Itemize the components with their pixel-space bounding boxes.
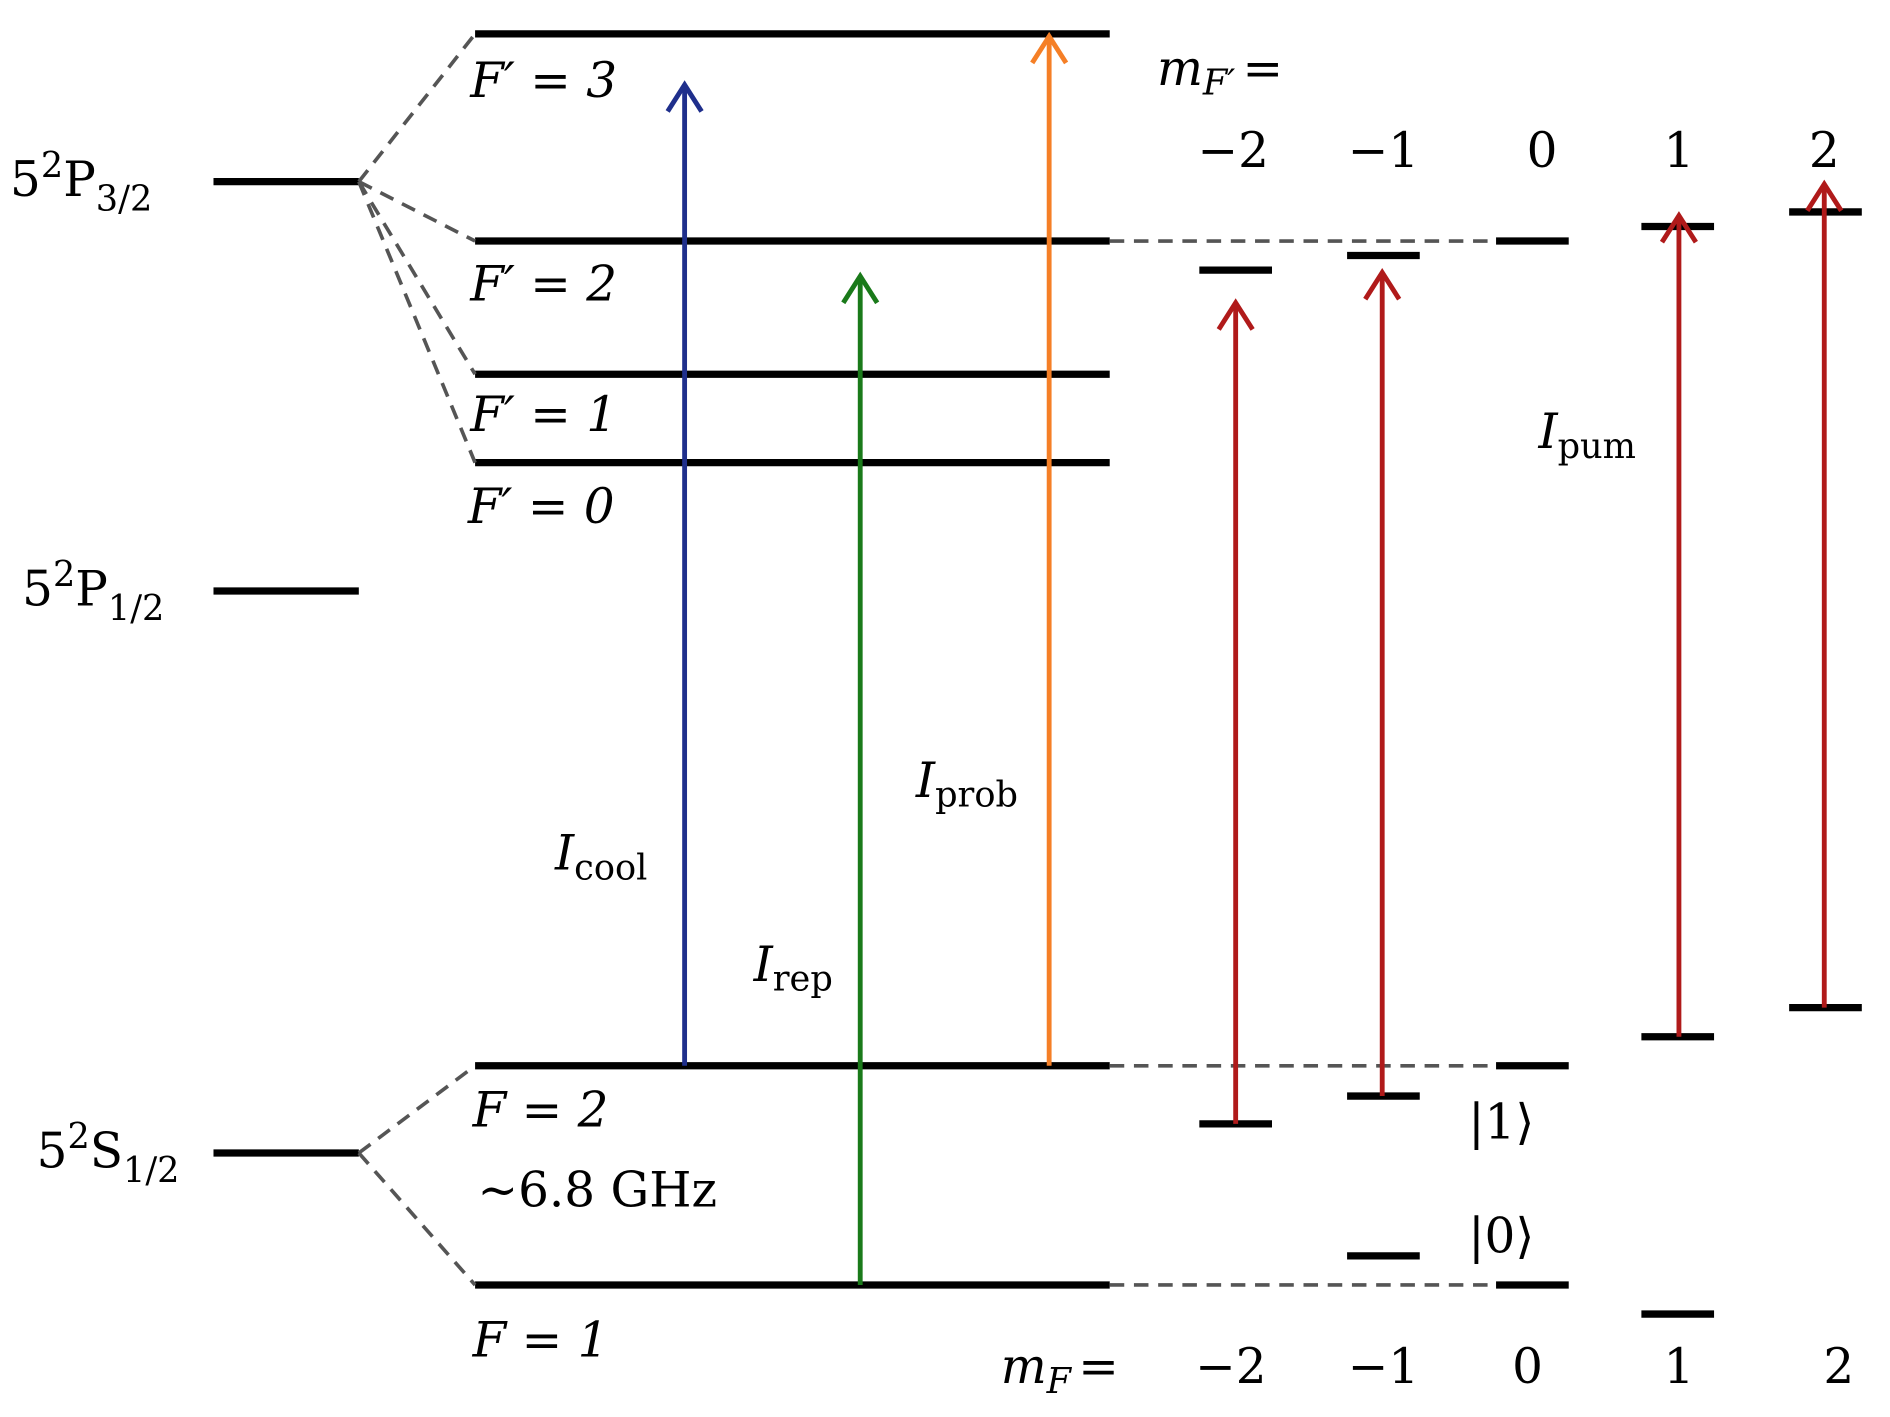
label-mf-header: mF= xyxy=(1001,1339,1119,1402)
label-state-0: |0⟩ xyxy=(1468,1208,1534,1264)
svg-text:0: 0 xyxy=(1527,123,1558,179)
label-i-cool: Icool xyxy=(554,826,647,889)
svg-text:2: 2 xyxy=(1809,123,1840,179)
svg-text:2: 2 xyxy=(1823,1339,1854,1395)
mfp-values: −2 −1 0 1 2 xyxy=(1198,123,1840,179)
label-fp3: F′ = 3 xyxy=(469,53,617,109)
svg-text:−2: −2 xyxy=(1195,1339,1266,1395)
label-i-prob: Iprob xyxy=(915,753,1018,816)
label-i-pum: Ipum xyxy=(1537,404,1636,467)
label-fp0: F′ = 0 xyxy=(467,479,615,535)
repump-arrow xyxy=(841,271,880,1285)
label-5s12: 52S1/2 xyxy=(37,1116,180,1191)
label-splitting: ~6.8 GHz xyxy=(478,1162,717,1218)
svg-text:1: 1 xyxy=(1664,123,1695,179)
svg-text:−2: −2 xyxy=(1198,123,1269,179)
label-f1: F = 1 xyxy=(472,1312,609,1368)
probe-arrow xyxy=(1030,31,1069,1066)
label-mfp-header: mF′= xyxy=(1157,41,1283,104)
pump-arrows xyxy=(1216,179,1844,1124)
label-i-rep: Irep xyxy=(753,937,833,1000)
svg-text:0: 0 xyxy=(1512,1339,1543,1395)
label-fp1: F′ = 1 xyxy=(469,387,617,443)
splitting-connectors xyxy=(357,32,1497,1287)
label-f2: F = 2 xyxy=(472,1082,609,1138)
label-state-1: |1⟩ xyxy=(1468,1094,1534,1150)
mf-values: −2 −1 0 1 2 xyxy=(1195,1339,1854,1395)
label-5p32: 52P3/2 xyxy=(10,145,152,220)
cool-arrow xyxy=(665,80,704,1066)
label-5p12: 52P1/2 xyxy=(22,554,164,629)
label-fp2: F′ = 2 xyxy=(469,256,617,312)
svg-text:1: 1 xyxy=(1664,1339,1695,1395)
svg-text:−1: −1 xyxy=(1348,1339,1419,1395)
svg-text:−1: −1 xyxy=(1348,123,1419,179)
